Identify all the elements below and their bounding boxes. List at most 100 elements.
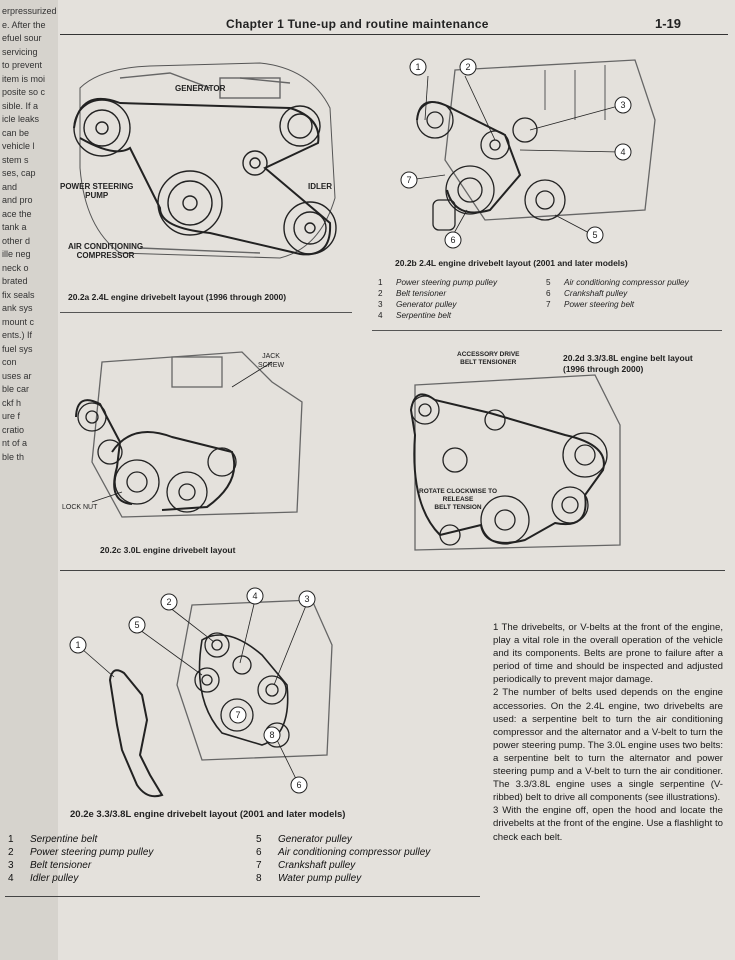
margin-fragment: e. After the <box>2 19 46 30</box>
margin-fragment: con <box>2 357 17 367</box>
label-belt-tensioner: ACCESSORY DRIVE BELT TENSIONER <box>457 351 520 366</box>
figure-caption: 20.2d 3.3/3.8L engine belt layout (1996 … <box>563 353 693 374</box>
margin-fragment: other d <box>2 235 31 246</box>
callout-6: 6 <box>450 235 455 245</box>
callout-3: 3 <box>620 100 625 110</box>
margin-fragment: mount c <box>2 316 35 327</box>
margin-fragment: sible. If a <box>2 100 39 111</box>
paragraph-2: 2 The number of belts used depends on th… <box>493 687 723 804</box>
engine-illustration-3-3l-early <box>409 374 621 551</box>
header-rule <box>60 34 728 35</box>
figure-caption: 20.2c 3.0L engine drivebelt layout <box>100 545 236 555</box>
chapter-header: Chapter 1 Tune-up and routine maintenanc… <box>226 17 489 31</box>
margin-fragment: icle leaks <box>2 114 40 124</box>
margin-fragment: brated <box>2 276 28 286</box>
margin-fragment: ckf h <box>2 397 22 408</box>
margin-fragment: item is moi <box>2 73 46 84</box>
callout-5: 5 <box>134 620 139 630</box>
callout-4: 4 <box>252 591 257 601</box>
callout-5: 5 <box>592 230 597 240</box>
label-ac-compressor: AIR CONDITIONING COMPRESSOR <box>68 242 144 260</box>
figure-20-2c: JACK SCREW LOCK NUT 20.2c 3.0L engine dr… <box>62 342 382 562</box>
figure-rule <box>60 312 352 313</box>
margin-fragment: neck o <box>2 262 29 273</box>
body-text-column: 1 The drivebelts, or V-belts at the fron… <box>493 621 723 844</box>
margin-fragment: fuel sys <box>2 343 33 354</box>
figure-20-2d: ACCESSORY DRIVE BELT TENSIONER ROTATE CL… <box>395 345 725 565</box>
margin-fragment: ace the <box>2 208 32 219</box>
margin-fragment: vehicle l <box>2 141 35 151</box>
callout-7: 7 <box>235 710 240 720</box>
margin-fragment: ents.) If <box>2 330 33 340</box>
figure-rule <box>372 330 722 331</box>
margin-fragment: efuel sour <box>2 33 42 43</box>
label-jack-screw: JACK SCREW <box>258 353 285 369</box>
margin-fragment: and <box>2 181 18 192</box>
callout-2: 2 <box>166 597 171 607</box>
callout-7: 7 <box>406 175 411 185</box>
figure-caption: 20.2b 2.4L engine drivebelt layout (2001… <box>395 258 628 268</box>
figure-caption: 20.2a 2.4L engine drivebelt layout (1996… <box>68 292 287 302</box>
margin-fragment: and pro <box>2 195 33 205</box>
margin-fragment: to prevent <box>2 60 43 70</box>
label-idler: IDLER <box>308 182 332 191</box>
figure-20-2a: GENERATOR POWER STEERING PUMP IDLER AIR … <box>60 48 360 308</box>
margin-fragment: ille neg <box>2 249 31 259</box>
section-rule <box>60 570 725 571</box>
callout-4: 4 <box>620 147 625 157</box>
callout-1: 1 <box>75 640 80 650</box>
margin-fragment: posite so c <box>2 87 46 97</box>
margin-fragment: erpressurized <box>2 6 57 16</box>
margin-fragment: cratio <box>2 424 25 435</box>
callout-1: 1 <box>415 62 420 72</box>
label-rotate-clockwise: ROTATE CLOCKWISE TO RELEASE BELT TENSION <box>419 488 497 511</box>
margin-fragment: ble car <box>2 384 30 394</box>
margin-fragment: servicing <box>2 46 38 57</box>
margin-fragment: ank sys <box>2 303 33 313</box>
callout-2: 2 <box>465 62 470 72</box>
callout-3: 3 <box>304 594 309 604</box>
page-number: 1-19 <box>655 16 682 31</box>
margin-fragment: ure f <box>2 411 21 421</box>
margin-fragment: ble th <box>2 451 25 462</box>
engine-illustration-2-4l-late: 1 2 3 4 5 6 7 <box>400 58 656 249</box>
margin-fragment: stem s <box>2 154 29 165</box>
margin-fragment: tank a <box>2 222 27 232</box>
label-generator: GENERATOR <box>175 84 226 93</box>
callout-8: 8 <box>269 730 274 740</box>
figure-caption: 20.2e 3.3/3.8L engine drivebelt layout (… <box>70 809 346 820</box>
engine-illustration-3-0l <box>75 351 303 518</box>
margin-fragment: can be <box>2 127 30 138</box>
engine-illustration-2-4l-early <box>73 62 337 259</box>
margin-fragment: uses ar <box>2 370 32 381</box>
margin-fragment: ses, cap <box>2 168 36 178</box>
paragraph-3: 3 With the engine off, open the hood and… <box>493 805 723 843</box>
label-lock-nut: LOCK NUT <box>62 504 98 511</box>
paragraph-1: 1 The drivebelts, or V-belts at the fron… <box>493 622 723 686</box>
margin-fragment: fix seals <box>2 289 35 300</box>
adjacent-page-margin: erpressurized e. After the efuel sour servi… <box>0 0 58 960</box>
callout-numbers: 1 2 3 4 5 6 7 <box>406 62 625 245</box>
margin-fragment: nt of a <box>2 438 28 448</box>
